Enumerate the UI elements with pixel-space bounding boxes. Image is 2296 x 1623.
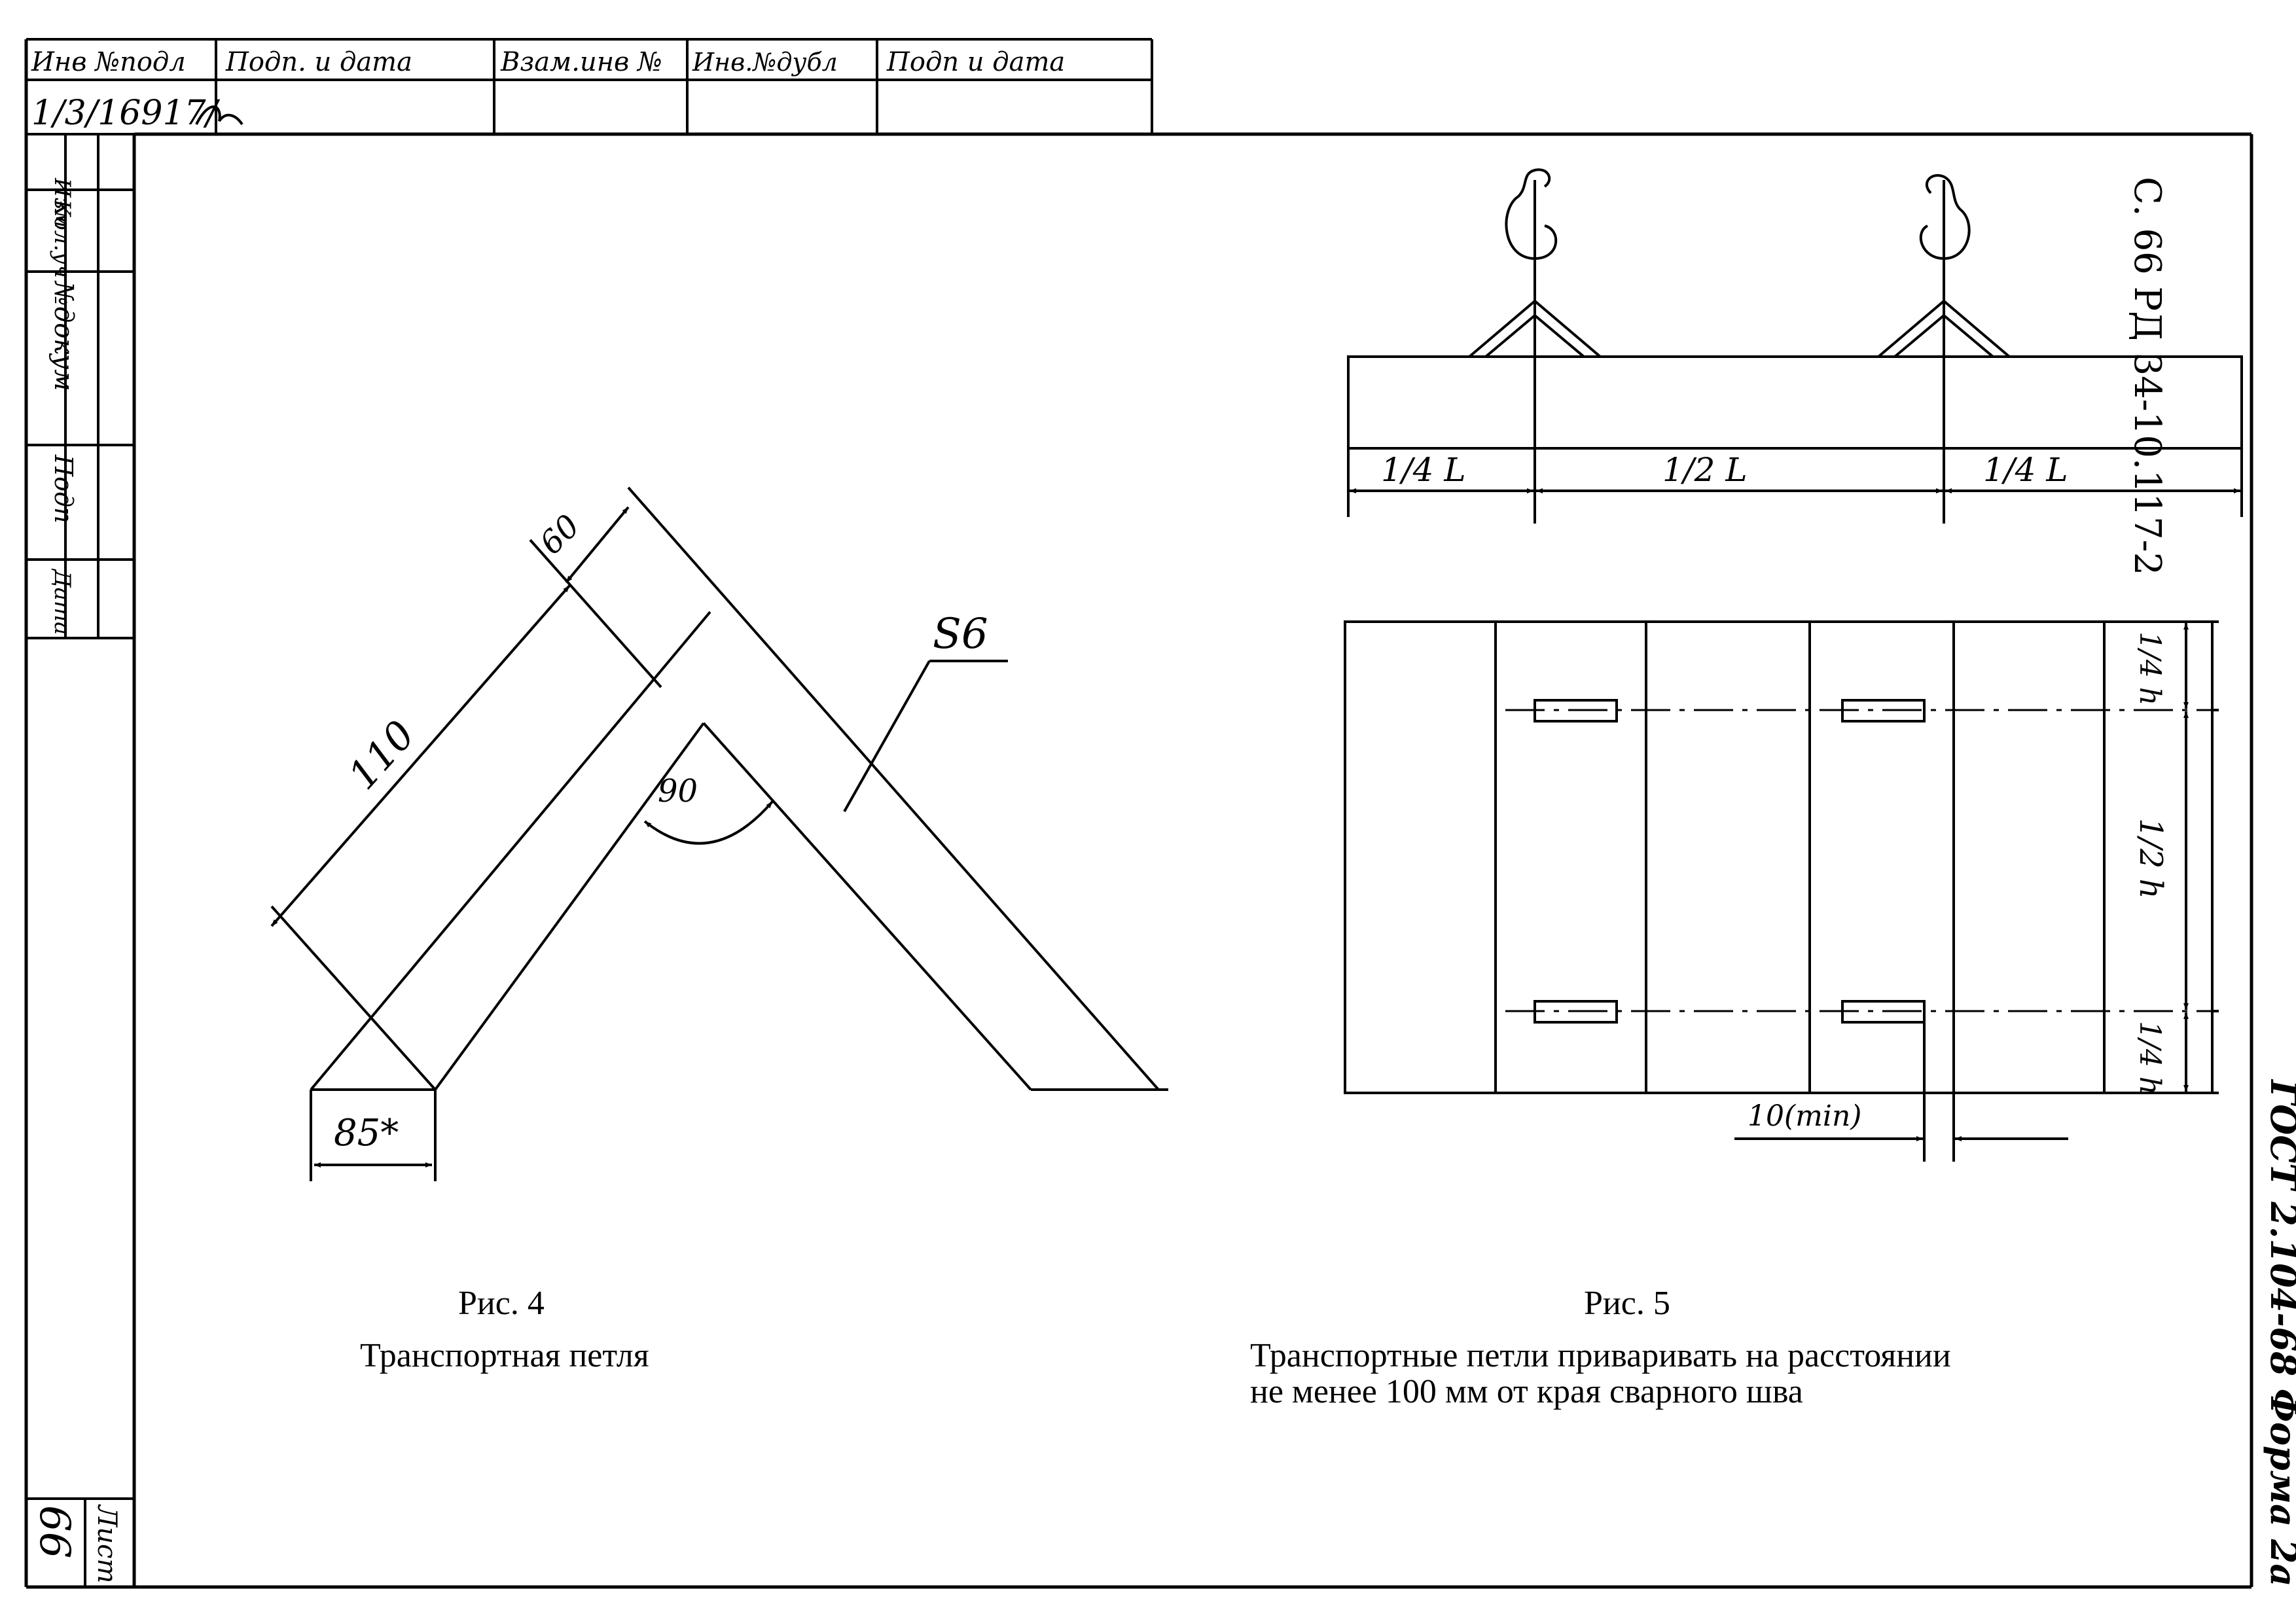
fig5-top-view [1347, 168, 2243, 524]
fig5-plan-view [1344, 620, 2219, 1162]
fig5-label: Рис. 5 [1584, 1285, 1670, 1322]
tb-header-vzam-inv: Взам.инв № [500, 47, 662, 77]
side-label-n-dokum: №докум [48, 280, 79, 391]
page-code: С. 66 РД 34-10.117-2 [2126, 177, 2168, 575]
fig5-caption-line1: Транспортные петли приваривать на рассто… [1250, 1337, 1951, 1374]
side-label-kol-uch: Кол.уч [49, 199, 75, 278]
fig4-dim-90: 90 [658, 773, 698, 810]
side-label-izm: Изм [49, 177, 75, 228]
tb-header-podp-data: Подп. и дата [225, 47, 412, 77]
fig4-caption: Транспортная петля [360, 1337, 649, 1374]
tb-header-inv-podl: Инв №подл [31, 47, 186, 77]
fig5-dim-half-l: 1/2 L [1662, 451, 1748, 489]
tb-header-inv-dubl: Инв.№дубл [692, 48, 838, 77]
fig5-dim-half-h: 1/2 h [2132, 818, 2169, 899]
fig4-material-s6: S6 [933, 610, 988, 658]
fig5-dim-10-min: 10(min) [1748, 1099, 1861, 1133]
side-strip [26, 134, 134, 1587]
fig5-dim-quarter-l-right: 1/4 L [1983, 451, 2068, 489]
fig4-loop [270, 486, 1168, 1181]
fig4-dim-85: 85* [334, 1112, 399, 1154]
fig4-dim-110: 110 [340, 712, 424, 798]
sheet-number: 66 [30, 1505, 79, 1558]
hook-left [1505, 168, 1558, 260]
standard-form: ГОСТ 2.104-68 Форма 2а [2263, 1079, 2296, 1586]
fig5-caption-line2: не менее 100 мм от края сварного шва [1250, 1373, 1803, 1410]
side-label-podp: Подп [49, 454, 78, 524]
hook-right [1919, 174, 1971, 260]
fig5-dim-quarter-h-bottom: 1/4 h [2133, 1021, 2166, 1095]
title-block [26, 38, 1153, 135]
sheet-label: Лист [92, 1504, 122, 1583]
sheet-frame [24, 39, 2253, 1589]
tb-header-podp-data-2: Подп и дата [886, 47, 1065, 77]
tb-inv-value: 1/3/16917/ [31, 94, 221, 133]
fig5-dim-quarter-l-left: 1/4 L [1381, 451, 1466, 489]
tb-signature [195, 105, 243, 126]
fig4-label: Рис. 4 [458, 1285, 545, 1322]
side-label-data: Дата [49, 568, 75, 635]
fig5-dim-quarter-h-top: 1/4 h [2133, 632, 2166, 705]
